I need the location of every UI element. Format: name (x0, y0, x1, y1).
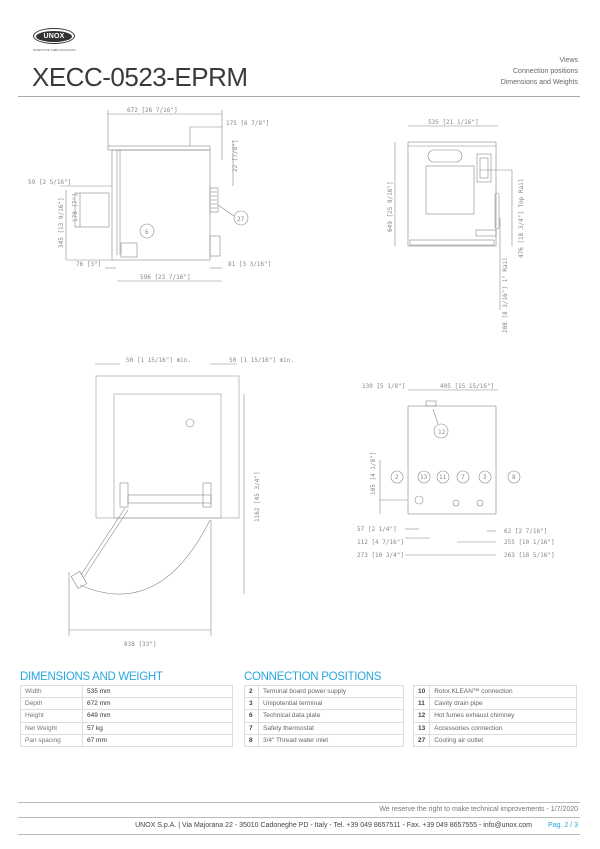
svg-text:57 [2 1/4"]: 57 [2 1/4"] (357, 526, 397, 533)
page-number: Pag. 2 / 3 (548, 822, 578, 829)
svg-text:649 [25 9/16"]: 649 [25 9/16"] (387, 181, 394, 232)
svg-text:76 [3"]: 76 [3"] (76, 261, 101, 268)
footer-divider (18, 817, 580, 818)
section-dimensions-weights: Dimensions and Weights (500, 79, 578, 86)
footer-note: We reserve the right to make technical i… (379, 806, 578, 813)
rear-view-drawing (379, 389, 521, 556)
svg-text:273 [10 3/4"]: 273 [10 3/4"] (357, 552, 404, 559)
page-title: XECC-0523-EPRM (32, 62, 248, 92)
svg-text:50 [1 15/16"] min.: 50 [1 15/16"] min. (229, 357, 294, 364)
svg-text:62 [2 7/16"]: 62 [2 7/16"] (504, 528, 547, 535)
svg-text:59 [2 5/16"]: 59 [2 5/16"] (28, 179, 71, 186)
svg-text:175 [6 7/8"]: 175 [6 7/8"] (226, 120, 269, 127)
svg-text:263 [10 5/16"]: 263 [10 5/16"] (504, 552, 555, 559)
side-view-drawing (60, 110, 249, 282)
plan-view-drawing (68, 363, 245, 636)
svg-text:672 [26 7/16"]: 672 [26 7/16"] (127, 107, 178, 114)
svg-text:22 [7/8"]: 22 [7/8"] (232, 139, 239, 172)
svg-text:7: 7 (461, 474, 465, 481)
svg-text:105 [4 1/8"]: 105 [4 1/8"] (370, 452, 377, 495)
svg-text:81 [3 3/16"]: 81 [3 3/16"] (228, 261, 271, 268)
svg-text:12: 12 (438, 429, 446, 436)
svg-text:3: 3 (483, 474, 487, 481)
svg-text:208 [8 3/16"] 1° Rail: 208 [8 3/16"] 1° Rail (502, 257, 509, 333)
svg-text:130 [5 1/8"]: 130 [5 1/8"] (362, 383, 405, 390)
section-connection-positions: Connection positions (513, 68, 578, 75)
technical-drawings: 672 [26 7/16"] 175 [6 7/8"] 22 [7/8"] 59… (28, 107, 555, 648)
svg-text:27: 27 (237, 216, 245, 223)
svg-text:535 [21 1/16"]: 535 [21 1/16"] (428, 119, 479, 126)
footer-divider (18, 802, 580, 803)
tagline: INVENTIVE SIMPLIFICATION (33, 48, 76, 52)
svg-text:11: 11 (439, 474, 447, 481)
svg-text:838 [33"]: 838 [33"] (124, 641, 157, 648)
svg-text:405 [15 15/16"]: 405 [15 15/16"] (440, 383, 494, 390)
svg-text:1162 [45 3/4"]: 1162 [45 3/4"] (254, 471, 261, 522)
connection-positions-title: CONNECTION POSITIONS (244, 671, 382, 683)
header-divider (18, 96, 580, 97)
svg-text:50 [1 15/16"] min.: 50 [1 15/16"] min. (126, 357, 191, 364)
svg-text:255 [10 1/16"]: 255 [10 1/16"] (504, 539, 555, 546)
svg-text:13: 13 (420, 474, 428, 481)
unox-logo: UNOX (33, 28, 75, 44)
svg-text:112 [4 7/16"]: 112 [4 7/16"] (357, 539, 404, 546)
svg-text:476 [18 3/4"] Top Rail: 476 [18 3/4"] Top Rail (518, 178, 525, 258)
company-address: UNOX S.p.A. | Via Majorana 22 - 35010 Ca… (135, 822, 532, 829)
svg-text:8: 8 (512, 474, 516, 481)
svg-text:178 [7"]: 178 [7"] (72, 193, 79, 222)
footer-divider (18, 834, 580, 835)
section-list: Views Connection positions Dimensions an… (501, 55, 578, 88)
dimensions-weight-title: DIMENSIONS AND WEIGHT (20, 671, 163, 683)
svg-text:596 [23 7/16"]: 596 [23 7/16"] (140, 274, 191, 281)
svg-text:6: 6 (145, 229, 149, 236)
svg-text:2: 2 (395, 474, 399, 481)
front-view-drawing (394, 125, 513, 310)
section-views: Views (559, 57, 578, 64)
svg-text:345 [13 9/16"]: 345 [13 9/16"] (58, 197, 65, 248)
